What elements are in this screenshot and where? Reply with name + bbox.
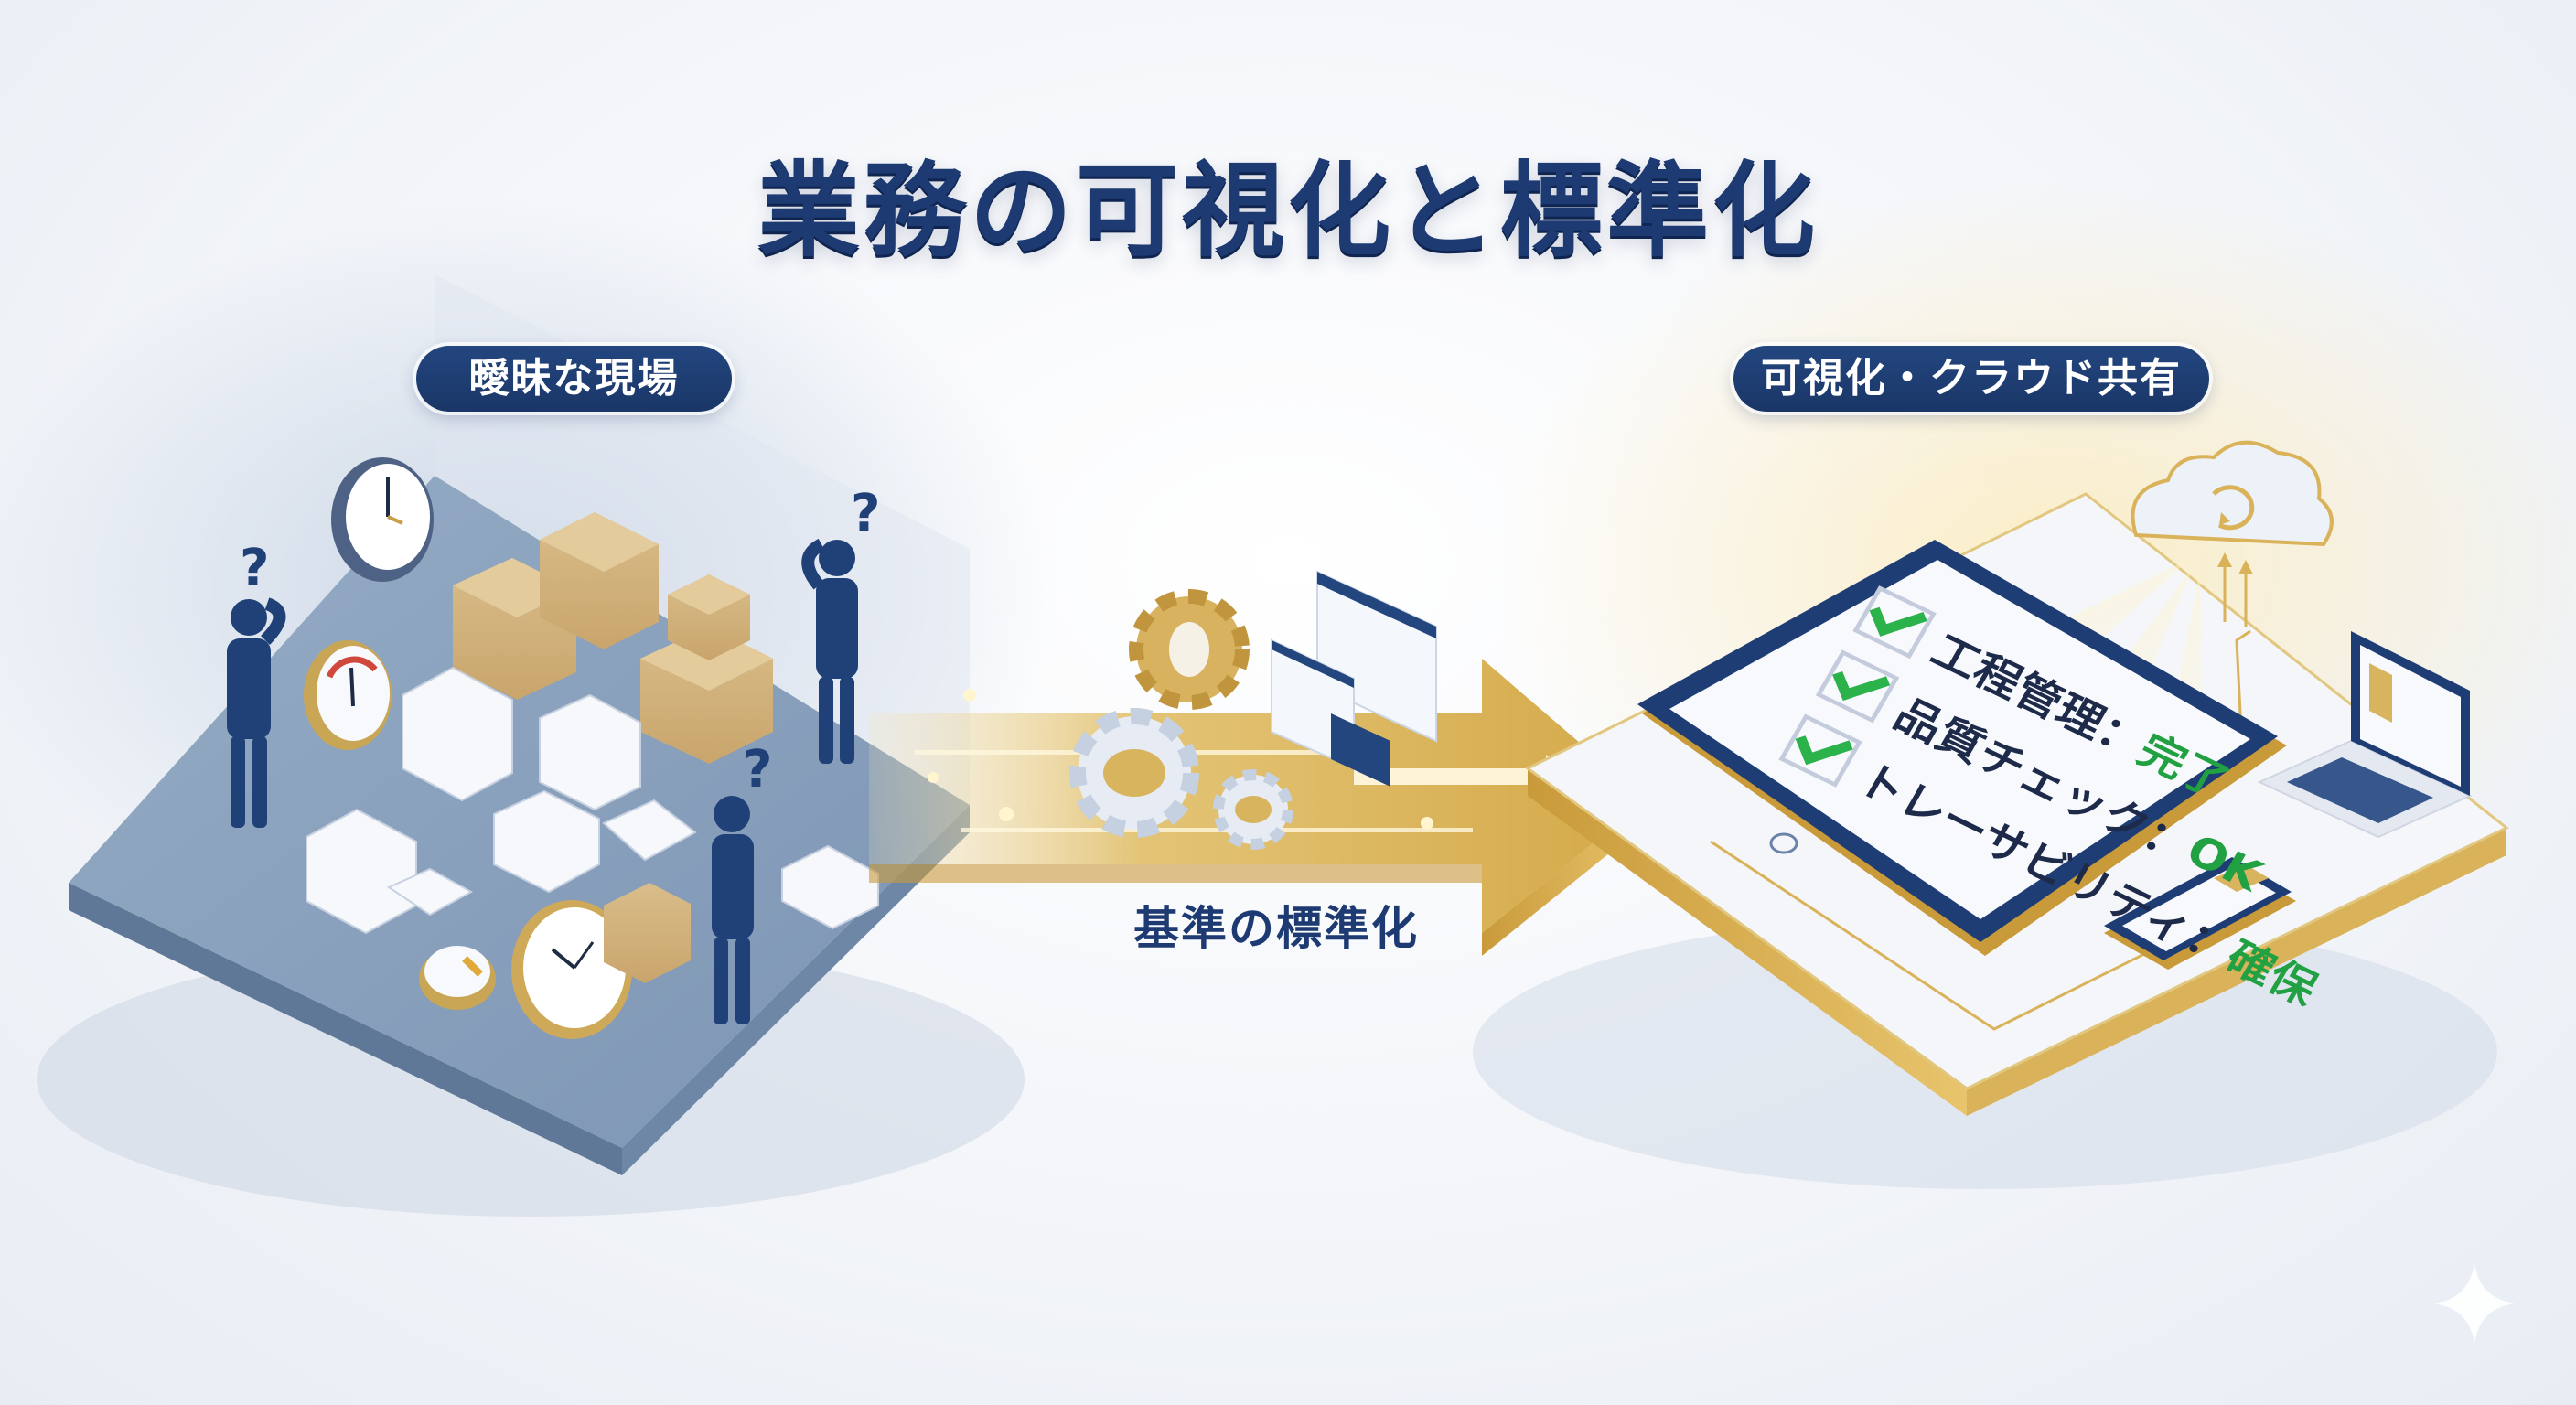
- wall-clock-icon: [331, 457, 434, 582]
- left-panel-label: 曖昧な現場: [416, 346, 732, 412]
- gold-gear-icon: [1129, 589, 1250, 710]
- small-gauge-icon: [419, 946, 496, 1010]
- sparkle-icon: [2433, 1262, 2516, 1345]
- page-title: 業務の可視化と標準化: [757, 152, 1819, 271]
- document-window-icon: [1271, 570, 1437, 787]
- pressure-gauge-icon: [304, 640, 392, 750]
- question-mark-icon: ?: [851, 484, 880, 543]
- confused-worker-icon: [227, 597, 286, 828]
- confused-worker-icon: [712, 796, 754, 1024]
- question-mark-icon: ?: [743, 740, 772, 799]
- tablet-icon: [1637, 540, 2287, 956]
- laptop-icon: [2257, 631, 2473, 839]
- smartphone-icon: [2104, 857, 2296, 970]
- silver-gear-icon: [1069, 708, 1293, 850]
- floor-clock-icon: [511, 900, 632, 1039]
- cardboard-box-icon: [453, 512, 773, 983]
- paper-stack-icon: [306, 666, 879, 935]
- cloud-sync-icon: [2131, 440, 2334, 627]
- standardization-label: 基準の標準化: [1133, 902, 1419, 955]
- right-panel-label: 可視化・クラウド共有: [1733, 346, 2209, 412]
- confused-worker-icon: [801, 538, 858, 764]
- question-mark-icon: ?: [240, 539, 269, 598]
